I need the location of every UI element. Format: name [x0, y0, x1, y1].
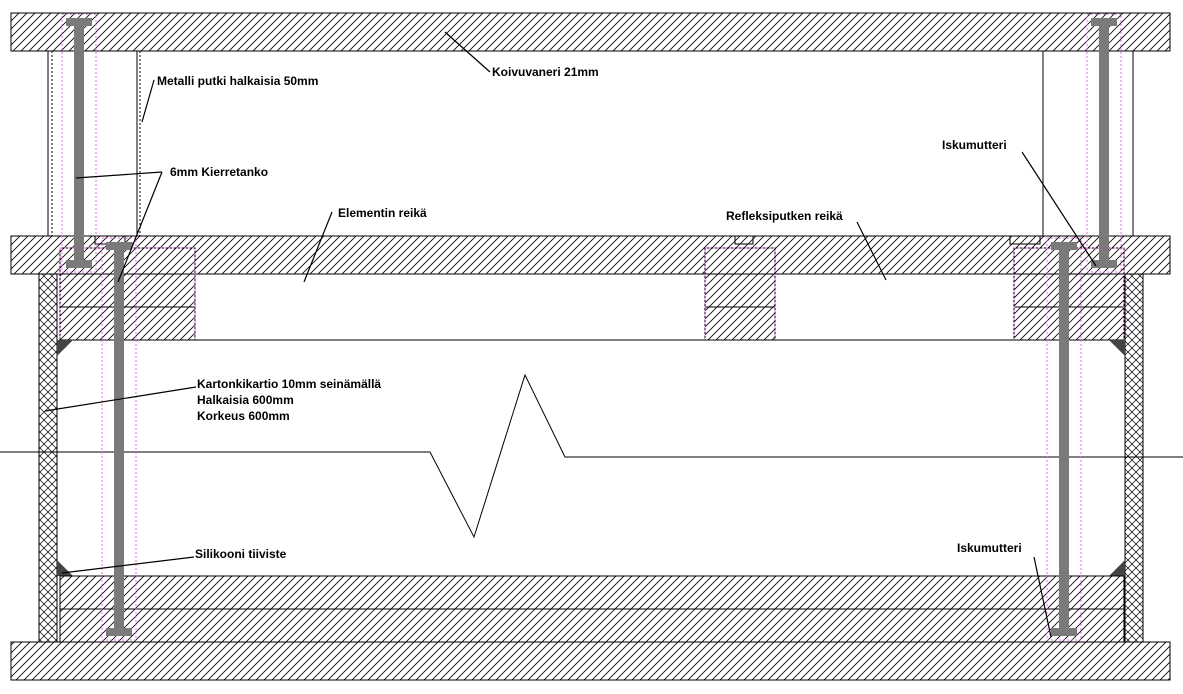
upper-block-center-3 [704, 306, 776, 341]
leader-kartonkikartio [44, 386, 197, 412]
leader-kierretanko-1 [75, 171, 163, 179]
upper-block-left-2 [59, 273, 196, 308]
label-kartonkikartio-line2: Halkaisia 600mm [197, 393, 294, 407]
threaded-rod-left [101, 237, 137, 641]
label-koivuvaneri: Koivuvaneri 21mm [492, 65, 599, 79]
leader-iskumutteri-bottom [1033, 556, 1052, 638]
silicone-seal-bottom-right [1109, 560, 1125, 576]
lower-block-2 [59, 608, 1125, 643]
middle-plywood-board [10, 235, 1171, 275]
board-step-right [1009, 235, 1041, 245]
leader-iskumutteri-top [1021, 151, 1097, 267]
threaded-rod-top-left [61, 13, 97, 273]
label-refleksiputken-reika: Refleksiputken reikä [726, 209, 843, 223]
upper-block-center-1 [704, 247, 776, 275]
bottom-plywood-board [10, 641, 1171, 681]
leader-elementin-reika [303, 211, 333, 283]
label-iskumutteri-top: Iskumutteri [942, 138, 1007, 152]
cardboard-wall-left [38, 273, 58, 643]
label-kartonkikartio-line3: Korkeus 600mm [197, 409, 290, 423]
leader-kierretanko-2 [117, 171, 163, 283]
upper-block-left-marker [59, 247, 196, 341]
upper-block-left-3 [59, 306, 196, 341]
leader-refleksiputken-reika [856, 221, 887, 281]
lower-block-1 [59, 575, 1125, 610]
silicone-seal-top-right [1109, 340, 1125, 356]
break-line [0, 373, 1183, 539]
leader-koivuvaneri [444, 31, 491, 73]
label-kierretanko: 6mm Kierretanko [170, 165, 268, 179]
cardboard-wall-right [1124, 273, 1144, 643]
leader-metalli-putki [141, 79, 155, 123]
silicone-seal-bottom-left [57, 560, 73, 576]
threaded-rod-top-right [1086, 13, 1122, 273]
label-elementin-reika: Elementin reikä [338, 206, 427, 220]
upper-block-center-2 [704, 273, 776, 308]
threaded-rod-right [1046, 237, 1082, 641]
top-plywood-board [10, 12, 1171, 52]
label-silikooni: Silikooni tiiviste [195, 547, 287, 561]
board-step-center [734, 235, 754, 245]
silicone-seal-top-left [57, 340, 73, 356]
label-kartonkikartio-line1: Kartonkikartio 10mm seinämällä [197, 377, 381, 391]
leader-silikooni [61, 556, 195, 574]
label-iskumutteri-bottom: Iskumutteri [957, 541, 1022, 555]
label-metalli-putki: Metalli putki halkaisia 50mm [157, 74, 318, 88]
